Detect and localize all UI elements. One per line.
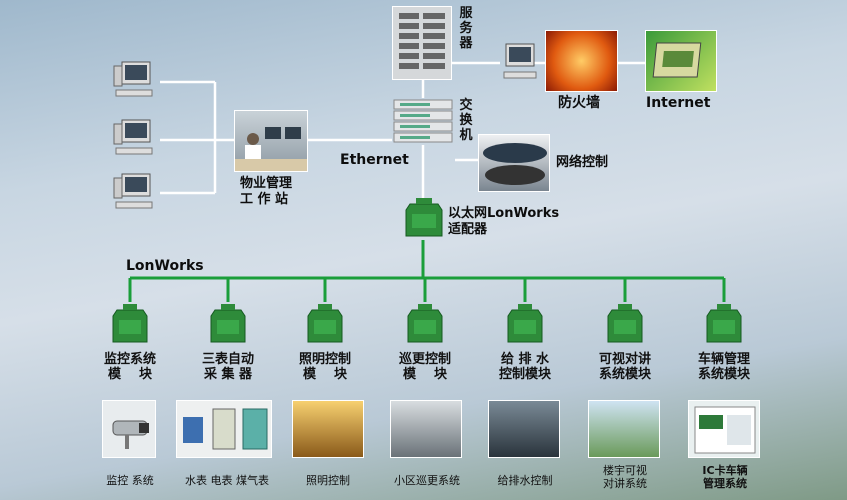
ethernet-label: Ethernet bbox=[340, 152, 409, 168]
module-label: 给 排 水控制模块 bbox=[498, 352, 551, 382]
adapter-label: 以太网LonWorks 适配器 bbox=[448, 206, 560, 237]
pump-icon bbox=[488, 400, 560, 458]
module-caption: 监控 系统 bbox=[106, 474, 154, 487]
control-module-icon bbox=[507, 302, 543, 348]
module-label: 车辆管理系统模块 bbox=[697, 352, 750, 382]
computer-icon bbox=[112, 172, 156, 224]
module-caption: IC卡车辆管理系统 bbox=[702, 464, 748, 490]
module-label: 可视对讲系统模块 bbox=[598, 352, 651, 382]
module-label: 监控系统模 块 bbox=[103, 352, 156, 382]
control-module-icon bbox=[112, 302, 148, 348]
control-module-icon bbox=[407, 302, 443, 348]
control-module-icon bbox=[706, 302, 742, 348]
module-caption: 照明控制 bbox=[306, 474, 350, 487]
workstation-photo bbox=[234, 110, 308, 172]
adapter-module-icon bbox=[404, 196, 444, 242]
module-label: 三表自动采 集 器 bbox=[201, 352, 254, 382]
lonworks-bus-label: LonWorks bbox=[126, 258, 204, 274]
firewall-label: 防火墙 bbox=[558, 95, 600, 111]
computer-icon bbox=[112, 60, 156, 112]
internet-label: Internet bbox=[646, 95, 711, 111]
network-control-photo bbox=[478, 134, 550, 192]
module-caption: 水表 电表 煤气表 bbox=[185, 474, 269, 487]
server-rack-icon bbox=[392, 6, 452, 80]
module-label: 巡更控制模 块 bbox=[398, 352, 451, 382]
workstation-label: 物业管理 工 作 站 bbox=[240, 176, 293, 207]
meters-icon bbox=[176, 400, 272, 458]
module-caption: 楼宇可视对讲系统 bbox=[603, 464, 647, 490]
firewall-icon bbox=[545, 30, 618, 92]
switch-label: 交换机 bbox=[459, 98, 473, 143]
computer-icon bbox=[500, 42, 544, 94]
control-module-icon bbox=[607, 302, 643, 348]
internet-icon bbox=[645, 30, 717, 92]
computer-icon bbox=[112, 118, 156, 170]
server-label: 服务器 bbox=[459, 6, 473, 51]
module-label: 照明控制模 块 bbox=[298, 352, 351, 382]
patrol-icon bbox=[390, 400, 462, 458]
parking-icon bbox=[688, 400, 760, 458]
lighting-icon bbox=[292, 400, 364, 458]
module-caption: 给排水控制 bbox=[497, 474, 553, 487]
intercom-icon bbox=[588, 400, 660, 458]
cctv-camera-icon bbox=[102, 400, 156, 458]
control-module-icon bbox=[307, 302, 343, 348]
network-switch-icon bbox=[392, 98, 454, 144]
module-caption: 小区巡更系统 bbox=[394, 474, 460, 487]
control-module-icon bbox=[210, 302, 246, 348]
network-control-label: 网络控制 bbox=[556, 155, 609, 170]
